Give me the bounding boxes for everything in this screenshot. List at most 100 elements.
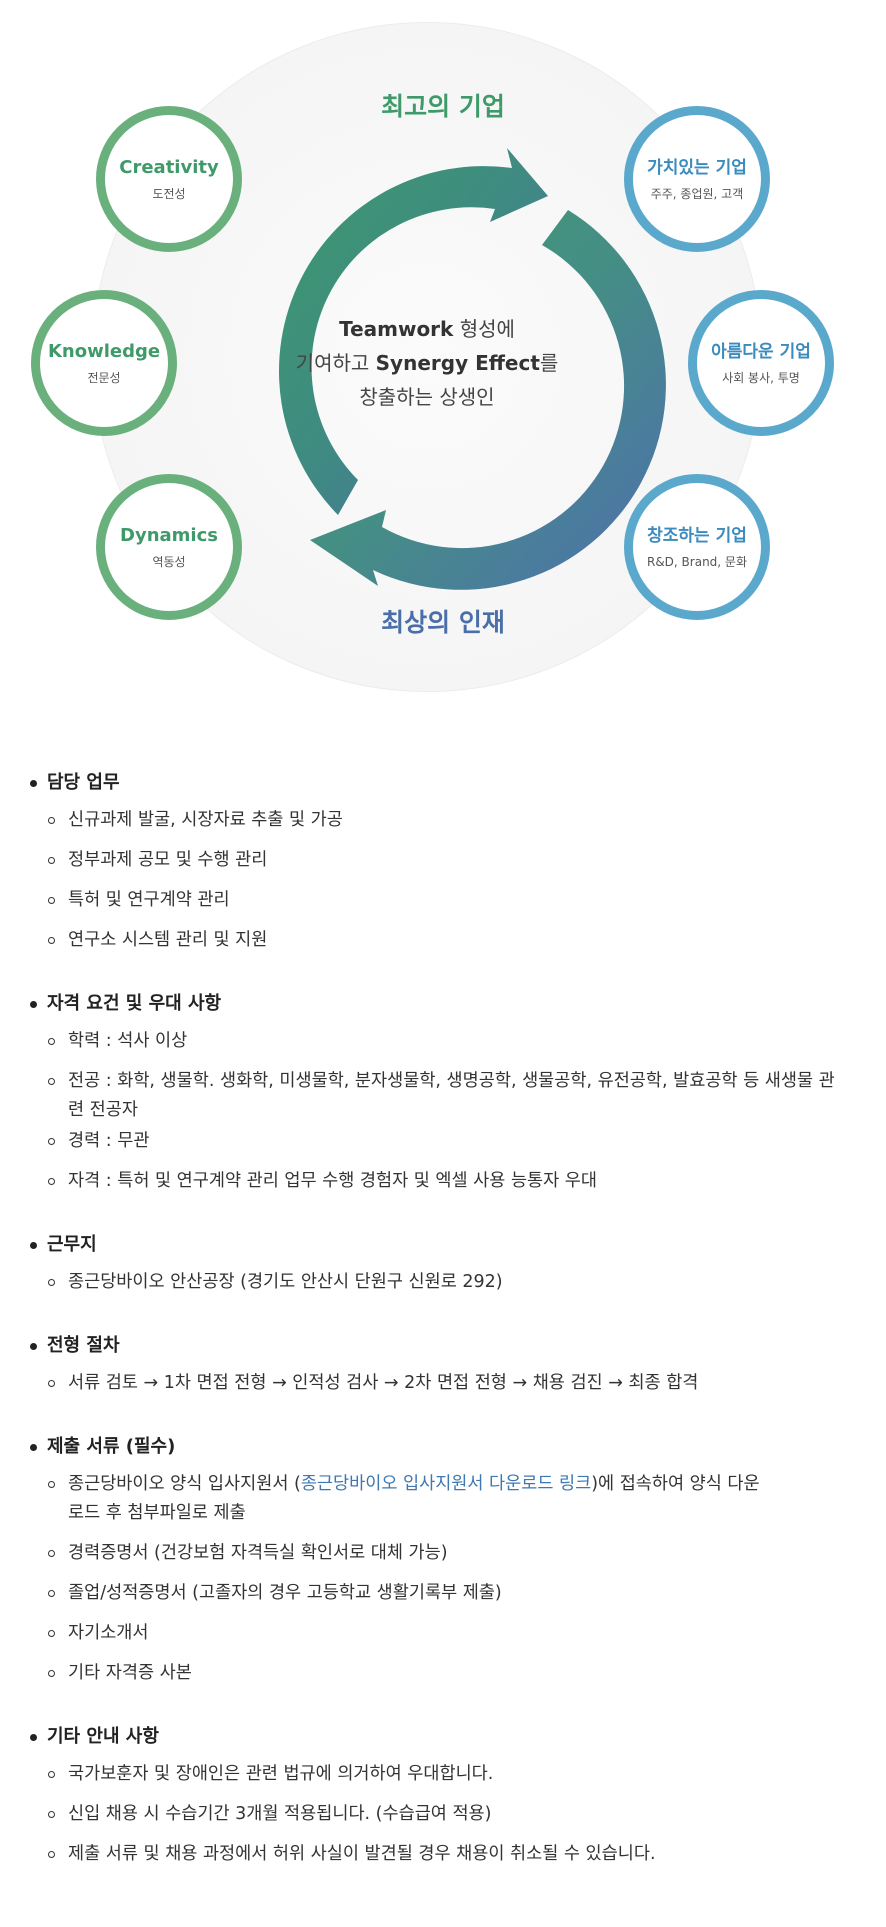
list-item-text: 정부과제 공모 및 수행 관리 [68,850,268,870]
list-item-text: 신규과제 발굴, 시장자료 추출 및 가공 [68,810,343,830]
circle-bullet-icon [48,1590,55,1597]
center-slogan: Teamwork 형성에 기여하고 Synergy Effect를 창출하는 상… [280,312,574,414]
circle-bullet-icon [48,1078,55,1085]
section-location: 근무지 종근당바이오 안산공장 (경기도 안산시 단원구 신원로 292) [26,1232,886,1297]
bullet-icon [30,1734,37,1741]
circle-bullet-icon [48,1851,55,1858]
section-title-text: 근무지 [47,1234,97,1255]
section-title-text: 자격 요건 및 우대 사항 [47,993,222,1014]
list-item-text: 국가보훈자 및 장애인은 관련 법규에 의거하여 우대합니다. [68,1764,494,1784]
list-item: 졸업/성적증명서 (고졸자의 경우 고등학교 생활기록부 제출) [26,1579,858,1608]
section-duty: 담당 업무 신규과제 발굴, 시장자료 추출 및 가공 정부과제 공모 및 수행… [26,770,886,955]
bullet-icon [30,1001,37,1008]
ring-title: Creativity [119,157,219,178]
cycle-arrow-lower [310,210,666,590]
top-heading: 최고의 기업 [381,92,505,121]
circle-bullet-icon [48,1811,55,1818]
circle-bullet-icon [48,817,55,824]
list-item-text: 경력증명서 (건강보험 자격득실 확인서로 대체 가능) [68,1543,448,1563]
circle-bullet-icon [48,1630,55,1637]
circle-bullet-icon [48,937,55,944]
slogan-line3: 창출하는 상생인 [359,385,495,409]
bottom-heading: 최상의 인재 [381,608,505,637]
section-qualifications: 자격 요건 및 우대 사항 학력 : 석사 이상 전공 : 화학, 생물학. 생… [26,991,886,1196]
slogan-line2-pre: 기여하고 [295,351,376,375]
cycle-arrow-upper [278,148,548,515]
section-etc: 기타 안내 사항 국가보훈자 및 장애인은 관련 법규에 의거하여 우대합니다.… [26,1724,886,1869]
cycle-arrows [278,148,666,590]
ring-subtitle: 주주, 종업원, 고객 [650,187,744,201]
circle-bullet-icon [48,1550,55,1557]
ring-title: Dynamics [120,525,218,546]
circle-bullet-icon [48,1178,55,1185]
list-item-text: 종근당바이오 양식 입사지원서 ( [68,1474,301,1494]
job-posting-content: 담당 업무 신규과제 발굴, 시장자료 추출 및 가공 정부과제 공모 및 수행… [0,770,886,1869]
bullet-icon [30,1242,37,1249]
list-item: 신입 채용 시 수습기간 3개월 적용됩니다. (수습급여 적용) [26,1800,858,1829]
circle-bullet-icon [48,1380,55,1387]
circle-bullet-icon [48,1771,55,1778]
ring-title: Knowledge [47,341,161,362]
ring-title: 아름다운 기업 [711,342,811,362]
list-item: 기타 자격증 사본 [26,1659,858,1688]
circle-bullet-icon [48,1038,55,1045]
list-item-text: 학력 : 석사 이상 [68,1031,188,1051]
slogan-synergy: Synergy Effect [375,351,540,375]
bullet-icon [30,780,37,787]
ring-subtitle: 사회 봉사, 투명 [722,371,800,385]
application-download-link[interactable]: 종근당바이오 입사지원서 다운로드 링크 [300,1474,592,1494]
list-item-text: 서류 검토 → 1차 면접 전형 → 인적성 검사 → 2차 면접 전형 → 채… [68,1373,699,1393]
list-item: 경력증명서 (건강보험 자격득실 확인서로 대체 가능) [26,1539,858,1568]
list-item-text: 전공 : 화학, 생물학. 생화학, 미생물학, 분자생물학, 생명공학, 생물… [68,1071,835,1120]
list-item-text: 경력 : 무관 [68,1131,150,1151]
ring-knowledge: Knowledge 전문성 [31,290,177,436]
list-item-text: 종근당바이오 안산공장 (경기도 안산시 단원구 신원로 292) [68,1272,503,1292]
section-title-text: 제출 서류 (필수) [47,1436,176,1457]
circle-bullet-icon [48,1481,55,1488]
list-item: 종근당바이오 안산공장 (경기도 안산시 단원구 신원로 292) [26,1268,858,1297]
section-title: 제출 서류 (필수) [26,1434,886,1459]
circle-bullet-icon [48,897,55,904]
list-item: 경력 : 무관 [26,1127,858,1156]
list-item: 전공 : 화학, 생물학. 생화학, 미생물학, 분자생물학, 생명공학, 생물… [26,1067,848,1125]
circle-bullet-icon [48,857,55,864]
section-title: 전형 절차 [26,1333,886,1358]
section-title-text: 기타 안내 사항 [47,1726,159,1747]
list-item: 정부과제 공모 및 수행 관리 [26,846,858,875]
section-process: 전형 절차 서류 검토 → 1차 면접 전형 → 인적성 검사 → 2차 면접 … [26,1333,886,1398]
list-item: 제출 서류 및 채용 과정에서 허위 사실이 발견될 경우 채용이 취소될 수 … [26,1840,858,1869]
ring-title: 가치있는 기업 [647,158,747,178]
section-title-text: 전형 절차 [47,1335,120,1356]
circle-bullet-icon [48,1138,55,1145]
list-item: 자기소개서 [26,1619,858,1648]
list-item-text: 신입 채용 시 수습기간 3개월 적용됩니다. (수습급여 적용) [68,1804,492,1824]
section-documents: 제출 서류 (필수) 종근당바이오 양식 입사지원서 (종근당바이오 입사지원서… [26,1434,886,1688]
list-item: 학력 : 석사 이상 [26,1027,858,1056]
list-item-text: 연구소 시스템 관리 및 지원 [68,930,268,950]
ring-subtitle: 도전성 [152,187,186,201]
slogan-line1-rest: 형성에 [453,317,515,341]
list-item-text: 자격 : 특허 및 연구계약 관리 업무 수행 경험자 및 엑셀 사용 능통자 … [68,1171,598,1191]
list-item: 자격 : 특허 및 연구계약 관리 업무 수행 경험자 및 엑셀 사용 능통자 … [26,1167,858,1196]
list-item: 국가보훈자 및 장애인은 관련 법규에 의거하여 우대합니다. [26,1760,858,1789]
section-title-text: 담당 업무 [47,772,120,793]
slogan-line2-post: 를 [539,351,559,375]
list-item-text: 특허 및 연구계약 관리 [68,890,230,910]
list-item: 서류 검토 → 1차 면접 전형 → 인적성 검사 → 2차 면접 전형 → 채… [26,1369,858,1398]
bullet-icon [30,1343,37,1350]
ring-creative-company: 창조하는 기업 R&D, Brand, 문화 [624,474,770,620]
culture-diagram: 최고의 기업 최상의 인재 Teamwork 형성에 기여하고 Synergy … [0,0,886,720]
ring-subtitle: 전문성 [87,371,121,385]
list-item: 특허 및 연구계약 관리 [26,886,858,915]
list-item-text: 제출 서류 및 채용 과정에서 허위 사실이 발견될 경우 채용이 취소될 수 … [68,1844,656,1864]
ring-valuable-company: 가치있는 기업 주주, 종업원, 고객 [624,106,770,252]
bullet-icon [30,1444,37,1451]
list-item-text: 졸업/성적증명서 (고졸자의 경우 고등학교 생활기록부 제출) [68,1583,502,1603]
section-title: 자격 요건 및 우대 사항 [26,991,886,1016]
section-title: 담당 업무 [26,770,886,795]
section-title: 근무지 [26,1232,886,1257]
ring-subtitle: 역동성 [152,555,186,569]
section-title: 기타 안내 사항 [26,1724,886,1749]
list-item-text: 기타 자격증 사본 [68,1663,192,1683]
list-item: 종근당바이오 양식 입사지원서 (종근당바이오 입사지원서 다운로드 링크)에 … [26,1470,768,1528]
